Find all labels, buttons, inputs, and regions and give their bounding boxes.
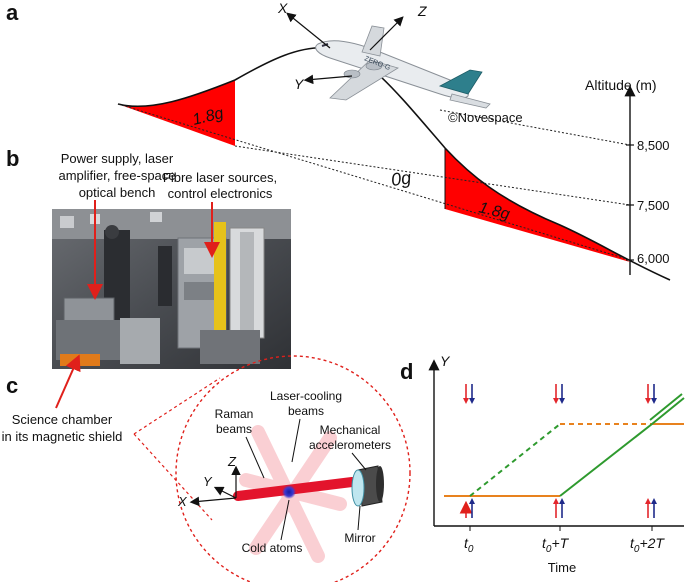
panel-label-b: b [6,146,19,171]
c-axis-x-arrow [189,496,237,507]
guide-8500 [439,109,631,146]
label-power-supply-1: Power supply, laser [61,151,174,166]
c-axis-z-label: Z [227,454,237,469]
c-axis-y-arrow [213,486,237,499]
gravity-label-zero: 0g [390,167,413,190]
panel-label-a: a [6,0,19,25]
path-green-dashed [469,423,561,497]
label-raman-1: Raman [215,407,254,421]
label-laser-cooling-1: Laser-cooling [270,389,342,403]
altitude-axis-label: Altitude (m) [585,77,657,93]
d-y-axis-label: Y [440,353,451,369]
label-laser-cooling-2: beams [288,404,324,418]
panel-label-c: c [6,373,18,398]
flight-trajectory [117,46,671,281]
label-mech-acc-1: Mechanical [320,423,381,437]
label-raman-2: beams [216,422,252,436]
d-tick-label-t2: t0+2T [630,535,665,555]
altitude-tick-7500: 7,500 [637,198,670,213]
label-cold-atoms: Cold atoms [242,541,303,555]
guide-7500 [234,145,631,206]
d-x-axis-label: Time [548,560,576,575]
axis-x-arrow [286,12,331,49]
path-green-exit-b [649,393,683,421]
label-science-chamber-2: in its magnetic shield [2,429,123,444]
leader-mirror [357,505,361,531]
zoom-circle [175,355,411,582]
axis-z-label: Z [417,3,427,19]
axis-y-arrow [303,74,353,85]
c-axis-y-label: Y [203,474,213,489]
leader-laser-cooling [291,418,301,463]
label-power-supply-3: optical bench [79,185,156,200]
label-mirror: Mirror [344,531,375,545]
altitude-tick-6000: 6,000 [637,251,670,266]
leader-mech-acc [351,452,367,471]
arrow-science-chamber [55,354,81,409]
axis-y-label: Y [294,76,305,92]
label-power-supply-2: amplifier, free-space [58,168,175,183]
c-axis-x-label: X [177,494,188,509]
leader-cold-atoms [280,499,290,541]
label-fibre-laser-2: control electronics [168,186,273,201]
d-pulse-arrows [459,384,657,518]
zero-g-airplane: ZERO-G [315,25,491,109]
copyright-novespace: ©Novespace [448,110,523,125]
hypergravity-area-left [118,80,235,146]
axis-z-arrow [369,16,404,51]
path-green-exit-a [651,397,685,425]
label-science-chamber-1: Science chamber [12,412,113,427]
path-green-solid [559,423,653,497]
cabin-photo [52,209,291,369]
axis-x-label: X [277,0,288,16]
d-tick-label-t0: t0 [464,535,474,555]
label-mech-acc-2: accelerometers [309,438,391,452]
panel-label-d: d [400,359,413,384]
label-fibre-laser-1: Fibre laser sources, [163,170,277,185]
mirror-accelerometer [351,465,384,507]
zoom-line-bottom [133,433,213,521]
hypergravity-area-right [445,148,630,262]
guide-6000 [117,103,631,261]
cold-atoms-cloud [282,485,296,499]
d-trajectories [444,393,685,497]
zoom-line-top [133,377,221,435]
altitude-tick-8500: 8,500 [637,138,670,153]
leader-raman [245,436,265,479]
d-tick-label-t1: t0+T [542,535,570,555]
